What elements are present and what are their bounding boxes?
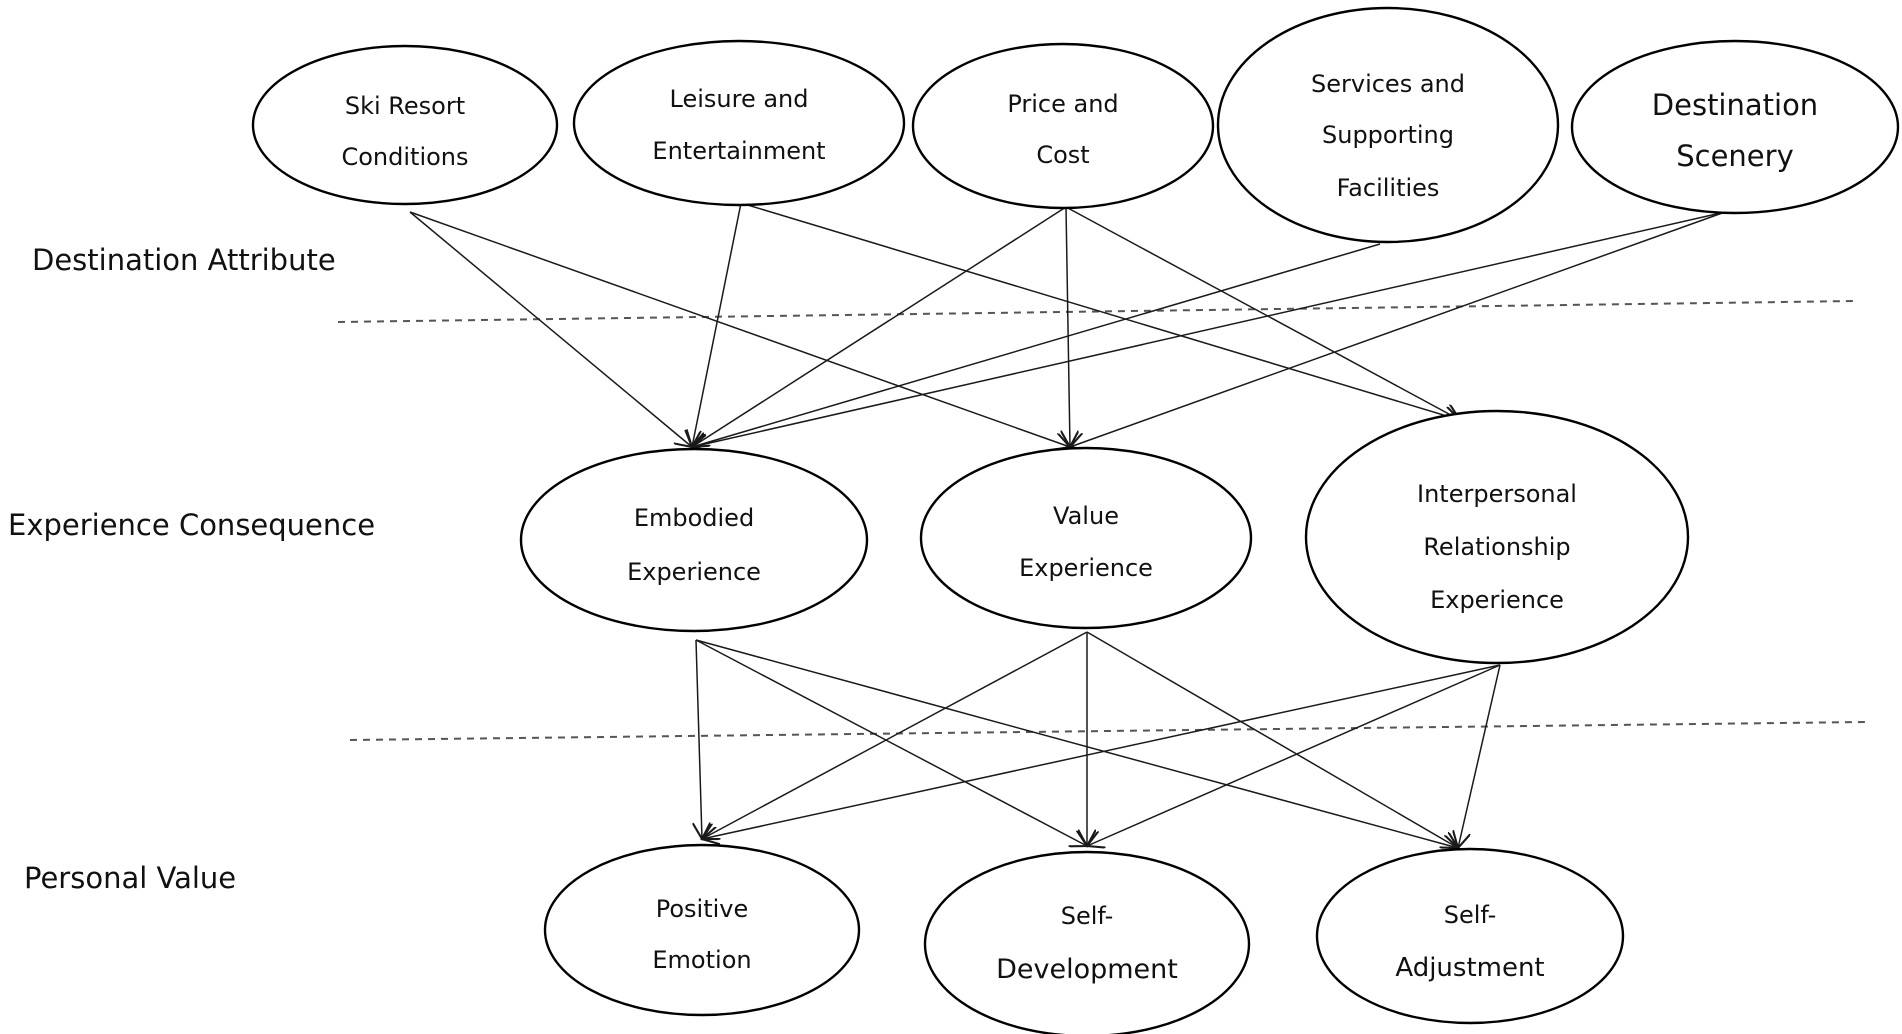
- node-label-line: Destination: [1652, 88, 1818, 122]
- node-self-development: Self- Development: [923, 850, 1251, 1034]
- edge-group: [409, 202, 1726, 848]
- node-label-line: Embodied: [634, 504, 754, 532]
- node-interpersonal-relationship-experience: Interpersonal Relationship Experience: [1304, 409, 1690, 665]
- edge-destination-scenery-to-value-experience: [1070, 211, 1726, 447]
- edge-leisure-entertainment-to-interpersonal-experience: [740, 202, 1460, 420]
- divider-consequence-value: [349, 721, 1866, 741]
- edge-value-experience-to-positive-emotion: [702, 631, 1088, 839]
- node-label-line: Scenery: [1676, 139, 1794, 173]
- node-services-supporting-facilities: Services and Supporting Facilities: [1216, 6, 1560, 244]
- node-label-line: Development: [996, 954, 1178, 985]
- node-label-line: Adjustment: [1395, 953, 1544, 983]
- node-label-line: Self-: [1061, 902, 1113, 930]
- edge-destination-scenery-to-embodied-experience: [692, 211, 1726, 447]
- node-label-line: Value: [1053, 502, 1119, 530]
- node-label-line: Leisure and: [670, 85, 809, 113]
- edge-embodied-experience-to-self-development: [695, 639, 1087, 846]
- node-label-line: Experience: [1430, 586, 1564, 614]
- edge-embodied-experience-to-self-adjustment: [695, 639, 1458, 848]
- edge-ski-resort-conditions-to-value-experience: [409, 211, 1070, 447]
- node-positive-emotion: Positive Emotion: [543, 843, 861, 1017]
- node-label-line: Experience: [627, 558, 761, 586]
- level-label-personal-value: Personal Value: [24, 861, 236, 895]
- node-label-line: Cost: [1036, 141, 1089, 169]
- node-label-line: Price and: [1007, 90, 1118, 118]
- node-label-line: Self-: [1444, 901, 1496, 929]
- node-destination-scenery: Destination Scenery: [1570, 39, 1900, 215]
- node-group: Ski Resort Conditions Leisure and Entert…: [251, 6, 1900, 1034]
- node-price-cost: Price and Cost: [911, 42, 1215, 210]
- node-label-line: Services and: [1311, 70, 1465, 98]
- node-value-experience: Value Experience: [919, 446, 1253, 630]
- node-label-line: Experience: [1019, 554, 1153, 582]
- edge-price-cost-to-interpersonal-experience: [1065, 206, 1460, 420]
- edge-value-experience-to-self-adjustment: [1086, 631, 1458, 848]
- edge-price-cost-to-value-experience: [1066, 206, 1070, 447]
- node-leisure-entertainment: Leisure and Entertainment: [572, 39, 906, 207]
- node-label-line: Facilities: [1337, 174, 1440, 202]
- edge-interpersonal-experience-to-self-adjustment: [1458, 664, 1501, 848]
- node-label-line: Conditions: [341, 143, 468, 171]
- edge-interpersonal-experience-to-self-development: [1087, 664, 1501, 846]
- node-embodied-experience: Embodied Experience: [519, 447, 869, 633]
- edge-leisure-entertainment-to-embodied-experience: [692, 202, 742, 447]
- edge-interpersonal-experience-to-positive-emotion: [702, 664, 1501, 839]
- edge-ski-resort-conditions-to-embodied-experience: [409, 211, 692, 447]
- node-label-line: Supporting: [1322, 121, 1454, 149]
- edge-price-cost-to-embodied-experience: [692, 206, 1067, 447]
- node-label-line: Relationship: [1423, 533, 1570, 561]
- node-label-line: Interpersonal: [1417, 480, 1577, 508]
- node-ski-resort-conditions: Ski Resort Conditions: [251, 44, 559, 206]
- node-label-line: Ski Resort: [345, 92, 465, 120]
- edge-services-facilities-to-embodied-experience: [692, 243, 1381, 447]
- level-label-experience-consequence: Experience Consequence: [8, 508, 375, 542]
- node-label-line: Emotion: [652, 946, 751, 974]
- node-self-adjustment: Self- Adjustment: [1315, 847, 1625, 1025]
- divider-attribute-consequence: [337, 300, 1856, 323]
- level-label-destination-attribute: Destination Attribute: [32, 243, 336, 277]
- node-label-line: Positive: [656, 895, 749, 923]
- edge-embodied-experience-to-positive-emotion: [696, 639, 702, 839]
- node-label-line: Entertainment: [652, 137, 825, 165]
